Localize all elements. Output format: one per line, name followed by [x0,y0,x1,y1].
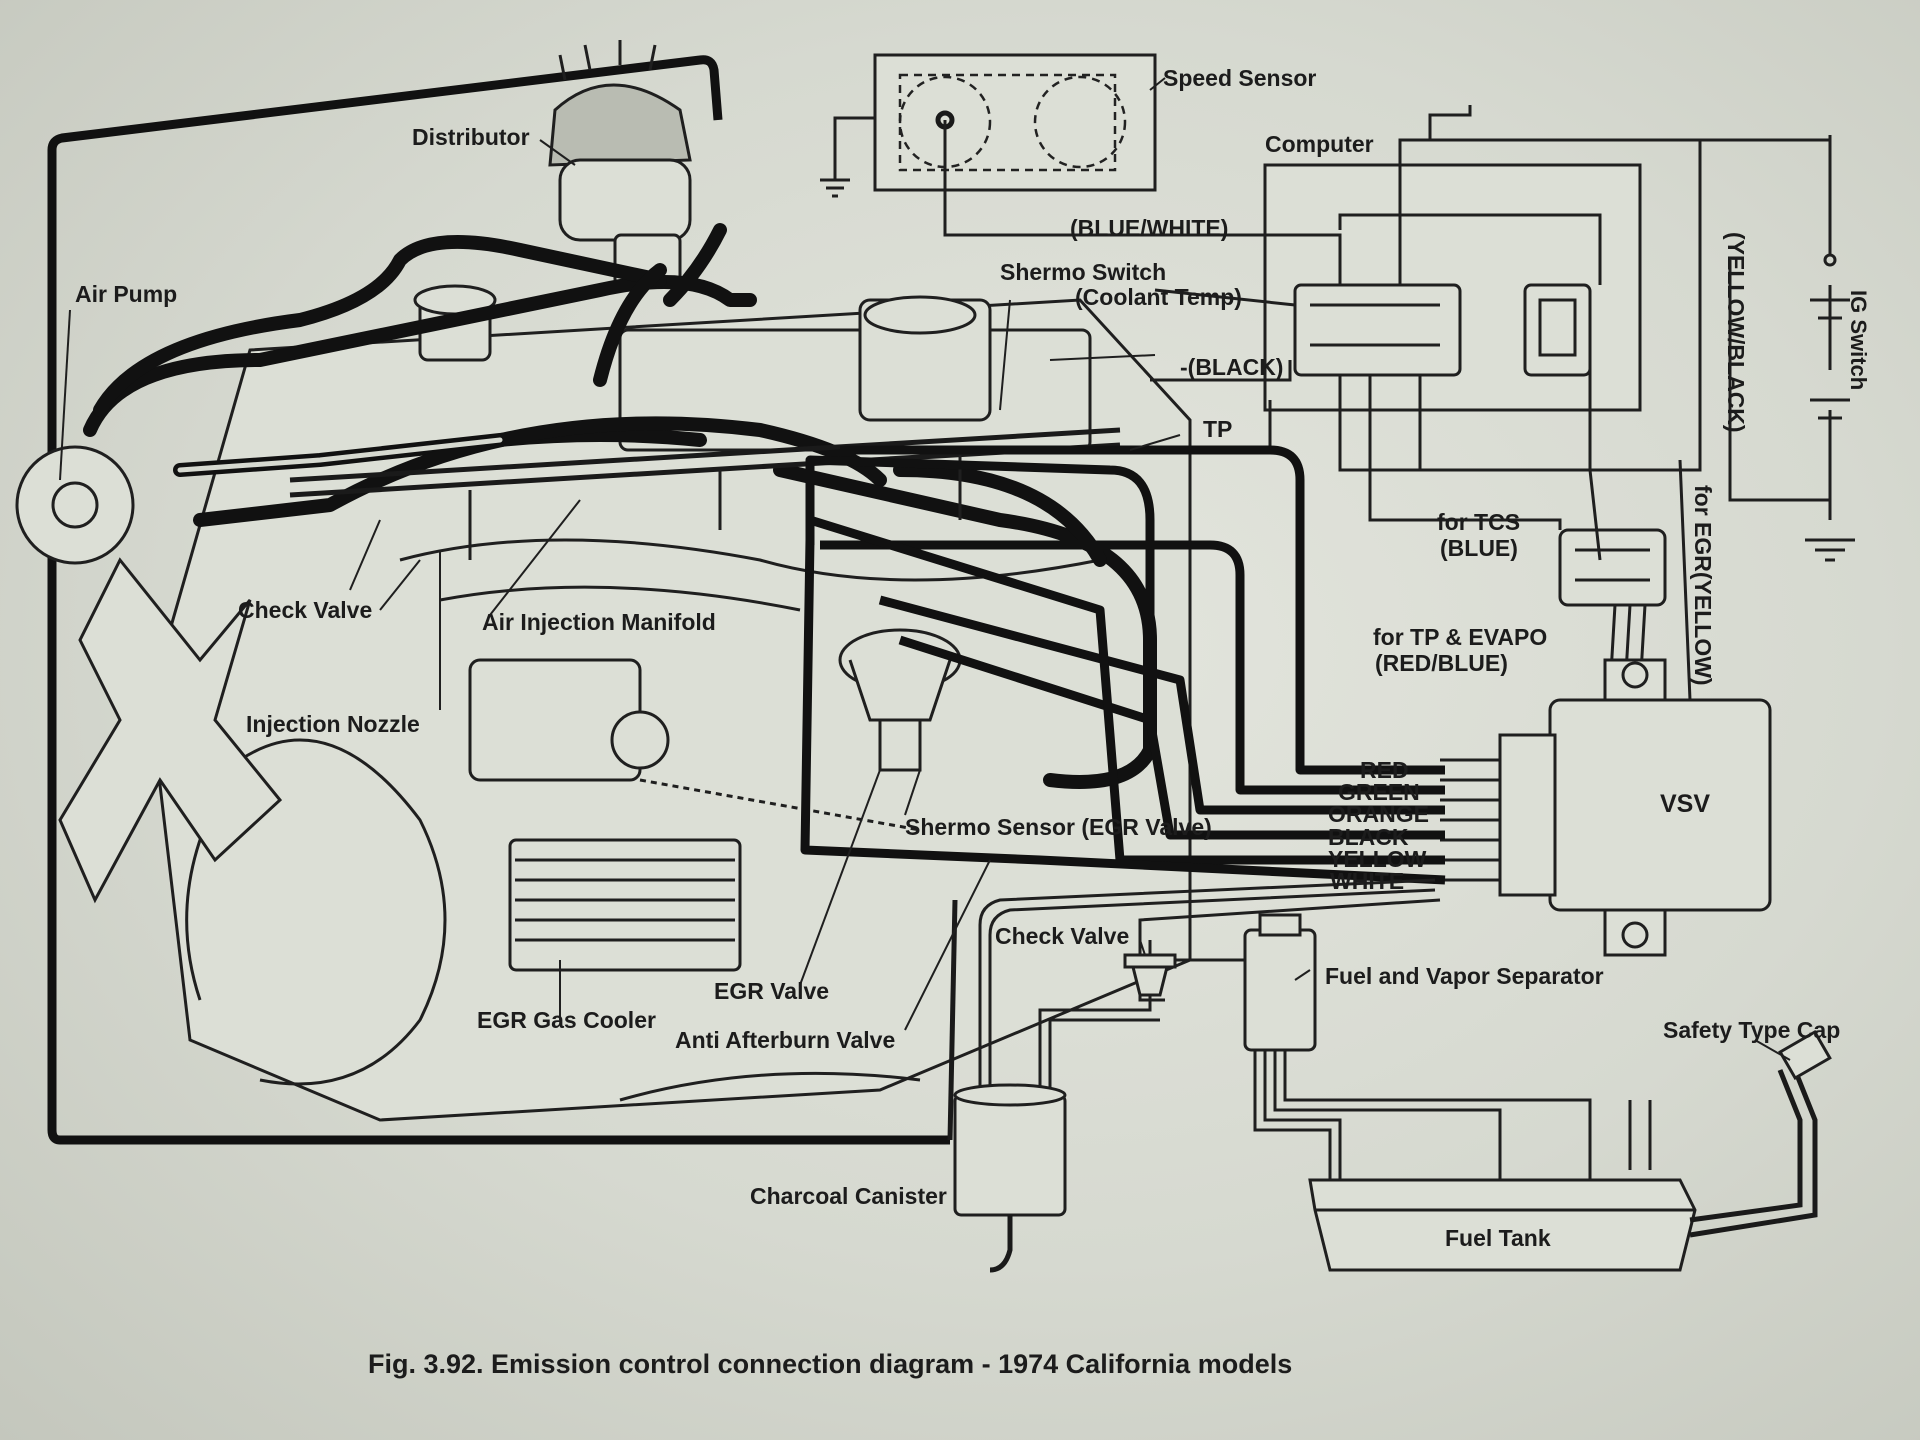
label-vsv: VSV [1660,790,1710,818]
label-egr-gas-cooler: EGR Gas Cooler [477,1007,656,1033]
label-ig-switch: IG Switch [1846,290,1871,390]
label-for-tcs: for TCS [1437,509,1520,535]
wire-label-black: BLACK [1328,824,1409,850]
label-egr-valve: EGR Valve [714,978,829,1004]
label-for-tp-evapo: for TP & EVAPO [1373,624,1547,650]
label-shermo-switch: Shermo Switch [1000,259,1166,285]
evap-lines [947,878,1652,1180]
ig-switch [1805,135,1855,562]
label-charcoal-canister: Charcoal Canister [750,1183,947,1209]
label-red-blue: (RED/BLUE) [1375,650,1508,676]
wire-label-white: WHITE [1330,868,1404,894]
speed-sensor [820,53,1157,198]
egr-gas-cooler [468,658,921,972]
leader-lines [59,77,1791,1061]
air-pump [15,445,283,904]
check-valve-mid [1123,953,1177,997]
wire-label-orange: ORANGE [1328,801,1429,827]
distributor [548,40,692,287]
label-blue: (BLUE) [1440,535,1518,561]
label-speed-sensor: Speed Sensor [1163,65,1316,91]
tcs-connector [1558,528,1667,607]
label-check-valve-left: Check Valve [238,597,372,623]
label-yellow-black: (YELLOW/BLACK) [1723,232,1749,433]
vsv-hoses [800,445,1446,885]
label-air-injection-manifold: Air Injection Manifold [482,609,716,635]
label-for-egr-yellow: for EGR(YELLOW) [1690,485,1716,686]
wire-label-yellow: YELLOW [1328,846,1427,872]
label-black: -(BLACK) [1180,354,1283,380]
label-air-pump: Air Pump [75,281,177,307]
fuel-vapor-separator [1243,913,1317,1052]
label-anti-afterburn-valve: Anti Afterburn Valve [675,1027,895,1053]
label-fuel-tank: Fuel Tank [1445,1225,1551,1251]
label-fuel-vapor-separator: Fuel and Vapor Separator [1325,963,1604,989]
label-shermo-sensor: Shermo Sensor (EGR Valve) [905,814,1212,840]
vsv [1440,658,1772,957]
label-coolant-temp: (Coolant Temp) [1075,284,1242,310]
wire-color-labels: RED GREEN ORANGE BLACK YELLOW WHITE [1328,757,1429,894]
computer [1263,163,1642,412]
label-tp: TP [1203,416,1232,442]
label-check-valve-mid: Check Valve [995,923,1129,949]
engine-block [148,284,1192,1122]
wire-label-red: RED [1360,757,1409,783]
label-blue-white: (BLUE/WHITE) [1070,215,1228,241]
air-hoses [83,223,1157,789]
label-distributor: Distributor [412,124,530,150]
fuel-tank [1308,1029,1832,1272]
wire-label-green: GREEN [1338,779,1420,805]
label-safety-type-cap: Safety Type Cap [1663,1017,1840,1043]
label-injection-nozzle: Injection Nozzle [246,711,420,737]
signal-wires [943,105,1830,701]
labels: Speed Sensor Distributor Computer (BLUE/… [75,65,1871,1251]
label-computer: Computer [1265,131,1374,157]
figure-caption: Fig. 3.92. Emission control connection d… [368,1349,1292,1379]
outer-hose-loop [47,55,950,1145]
charcoal-canister [953,1083,1067,1273]
